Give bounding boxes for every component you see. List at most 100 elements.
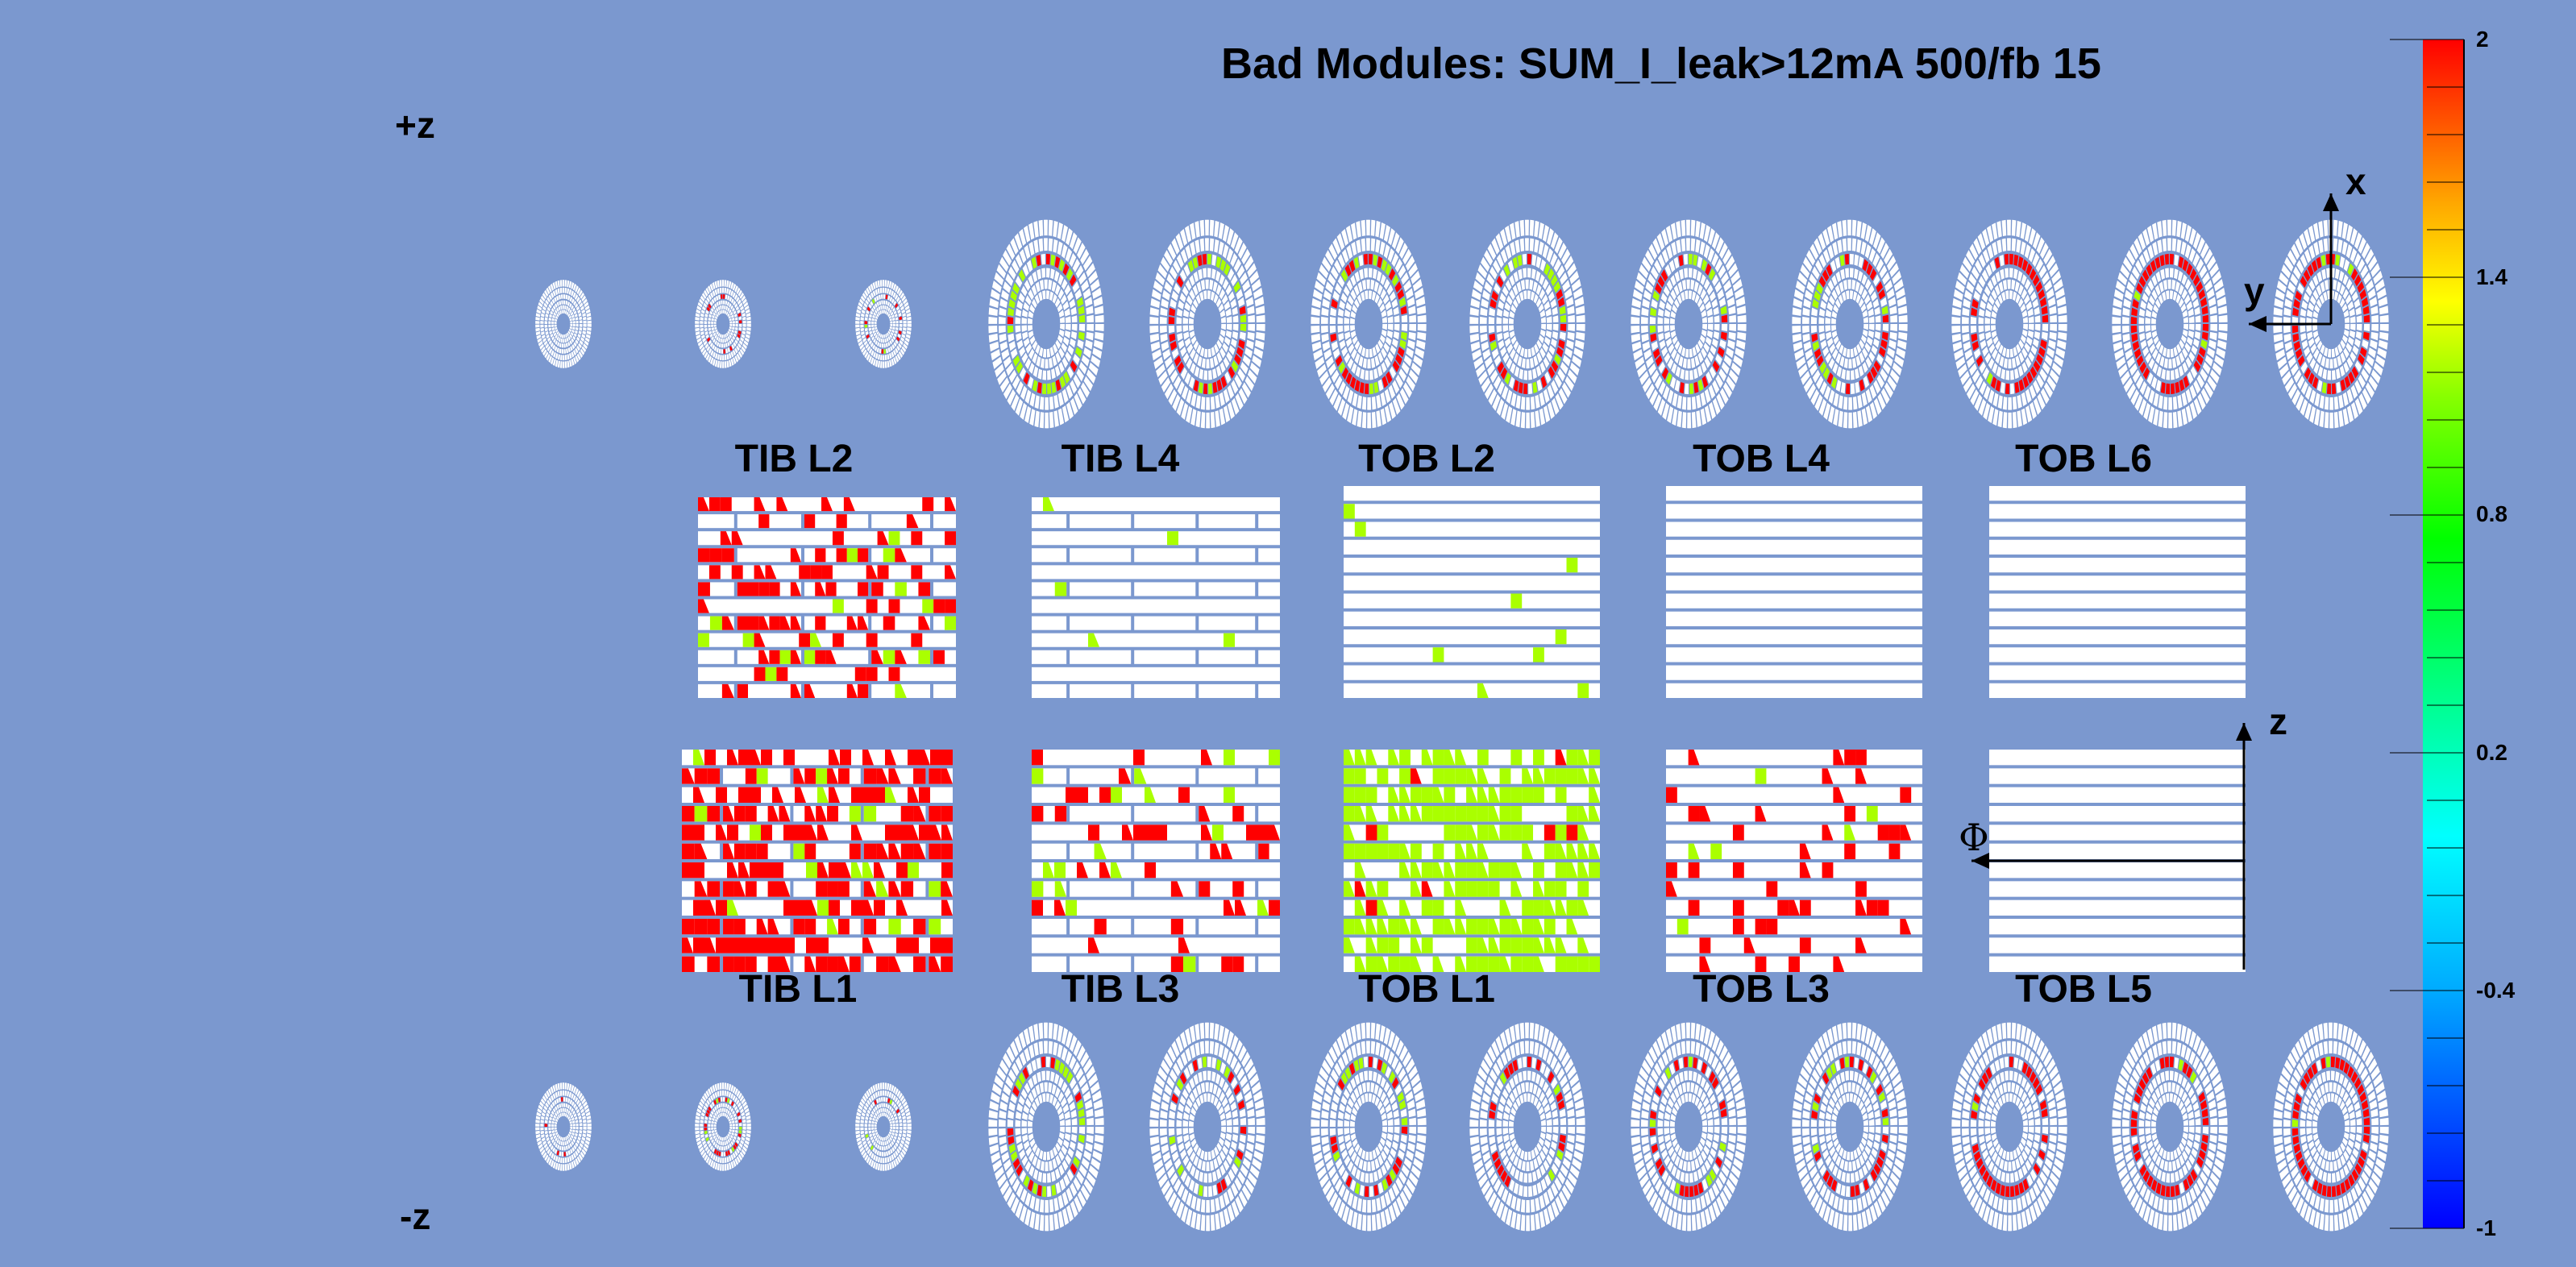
- bad-module: [738, 787, 750, 803]
- bad-module: [769, 616, 780, 630]
- bad-module: [908, 825, 919, 841]
- disc-module: [2139, 1164, 2146, 1177]
- disc-module: [2038, 1149, 2046, 1161]
- bad-module: [945, 531, 956, 546]
- disc-module: [1881, 331, 1888, 341]
- disc-module: [1816, 1085, 1823, 1097]
- disc-module: [1202, 253, 1207, 265]
- disc-module: [895, 305, 900, 311]
- disc-module: [2297, 1157, 2305, 1170]
- colorbar-tick-label: -0.4: [2476, 978, 2516, 1003]
- disc-module: [1010, 290, 1017, 301]
- disc-module: [1022, 1066, 1029, 1080]
- bad-module: [799, 565, 811, 579]
- disc-module: [871, 1101, 875, 1107]
- disc-module: [730, 1101, 734, 1107]
- disc-module: [1494, 1085, 1501, 1097]
- bad-module: [1799, 937, 1811, 953]
- disc-module: [899, 1123, 903, 1127]
- endcap-disc: [1469, 219, 1585, 429]
- bad-module: [1257, 825, 1269, 841]
- disc-module: [1489, 307, 1496, 317]
- bad-module: [1732, 862, 1744, 879]
- disc-module: [1678, 1057, 1684, 1070]
- disc-module: [548, 1106, 552, 1111]
- bad-module: [1099, 787, 1111, 803]
- bad-module: [693, 862, 704, 879]
- bad-module: [827, 881, 838, 897]
- disc-module: [2332, 383, 2337, 395]
- disc-module: [2295, 1151, 2303, 1162]
- disc-module: [1835, 380, 1842, 393]
- disc-module: [706, 1109, 710, 1115]
- disc-module: [1332, 290, 1340, 301]
- disc-ring: [2138, 268, 2201, 380]
- layer-label-tib-l3: TIB L3: [1061, 968, 1180, 1011]
- disc-module: [1348, 1062, 1356, 1075]
- bad-module: [737, 582, 748, 596]
- disc-module: [552, 1147, 556, 1153]
- disc-module: [1810, 325, 1818, 334]
- bad-module: [863, 768, 877, 784]
- bad-module: [1477, 843, 1489, 859]
- disc-module: [720, 1097, 723, 1102]
- bad-module: [1399, 862, 1411, 879]
- disc-module: [2196, 354, 2204, 366]
- barrel-module-row: [1258, 919, 1280, 935]
- bad-module: [758, 514, 770, 529]
- disc-module: [1990, 376, 1997, 389]
- bad-module: [1466, 862, 1477, 879]
- disc-module: [1560, 314, 1567, 323]
- disc-ring: [874, 1112, 893, 1141]
- bad-module: [1377, 825, 1389, 841]
- disc-module: [898, 312, 902, 318]
- disc-module: [1073, 1157, 1080, 1169]
- disc-module: [1332, 1093, 1340, 1104]
- disc-module: [2304, 1169, 2312, 1183]
- disc-module: [1398, 1099, 1406, 1110]
- disc-module: [1031, 256, 1037, 269]
- barrel-module-row: [1666, 647, 1922, 663]
- barrel-module-row: [1032, 531, 1280, 546]
- barrel-module-row: [1989, 843, 2246, 859]
- disc-module: [1337, 276, 1345, 288]
- bad-module: [761, 862, 772, 879]
- bad-module: [682, 919, 695, 935]
- barrel-module-row: [1258, 650, 1280, 664]
- bad-module: [1258, 843, 1269, 859]
- disc-module: [2131, 333, 2138, 343]
- disc-module: [1548, 1169, 1556, 1182]
- bad-module: [895, 582, 907, 596]
- panel-tob-l3: [1666, 750, 1922, 972]
- disc-module: [2320, 1057, 2326, 1070]
- bad-module: [1432, 862, 1444, 879]
- disc-module: [1995, 1182, 2001, 1195]
- disc-module: [2042, 1117, 2049, 1126]
- bad-module: [1099, 862, 1111, 879]
- disc-module: [556, 347, 559, 353]
- disc-module: [2300, 1078, 2308, 1090]
- disc-module: [1078, 1127, 1086, 1135]
- disc-module: [1388, 1070, 1396, 1084]
- disc-module: [1215, 255, 1222, 268]
- disc-module: [1046, 253, 1051, 265]
- disc-module: [729, 1149, 733, 1154]
- bad-module: [876, 956, 889, 972]
- bad-module: [919, 750, 930, 766]
- bad-module: [1555, 825, 1567, 841]
- bad-module: [1421, 881, 1433, 897]
- disc-module: [2183, 1178, 2190, 1191]
- bad-module: [1699, 806, 1711, 822]
- bad-module: [1822, 825, 1834, 841]
- bad-module: [827, 768, 838, 784]
- bad-module: [716, 899, 727, 916]
- barrel-module-row: [1258, 956, 1280, 972]
- bad-module: [1555, 899, 1567, 916]
- bad-module: [748, 616, 759, 630]
- barrel-module-row: [1989, 768, 2246, 784]
- bad-module: [929, 806, 941, 822]
- disc-module: [1010, 1151, 1018, 1162]
- bad-module: [708, 565, 721, 579]
- disc-module: [1369, 1056, 1373, 1068]
- disc-module: [731, 1146, 735, 1153]
